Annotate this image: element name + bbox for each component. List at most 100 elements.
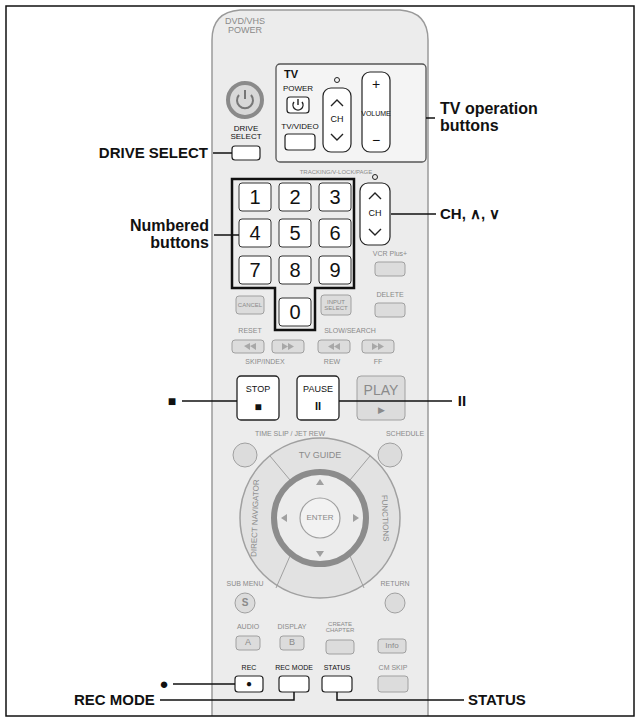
navigation-pad-part (276, 556, 290, 588)
rec-row-buttons (235, 676, 352, 692)
skip-symbols-part (282, 343, 294, 350)
skip-symbols (244, 343, 384, 350)
grey-buttons (232, 262, 408, 692)
button-label: SUB MENU (227, 580, 264, 587)
figure-frame (6, 6, 634, 716)
grey-buttons-part (233, 443, 257, 467)
numbered-buttons-part (279, 298, 311, 326)
button-label: DRIVE SELECT (226, 125, 266, 142)
grey-buttons-part (375, 303, 405, 317)
leader-lines-part (426, 117, 435, 119)
button-label: PAUSE (303, 385, 333, 394)
numbered-buttons (232, 179, 354, 330)
button-label: TV GUIDE (299, 451, 342, 460)
navigation-pad-part (300, 498, 340, 538)
ch-rocker-part (373, 175, 378, 180)
callout-label: TV operation buttons (440, 101, 570, 135)
navigation-pad-part (274, 472, 366, 564)
button-label: DISPLAY (277, 623, 306, 630)
button-label: 3 (329, 187, 340, 208)
grey-buttons-part (236, 636, 260, 650)
button-label: PLAY (364, 383, 399, 398)
button-label: ▶ (378, 406, 385, 415)
leader-lines-part (337, 692, 464, 700)
dvd-power-button-part (244, 90, 246, 99)
callout-label: ● (159, 676, 168, 692)
stop-pause-buttons (237, 376, 339, 420)
navigation-pad-part (350, 556, 364, 588)
button-label: − (372, 133, 380, 148)
button-label: 2 (289, 187, 300, 208)
button-label: 6 (329, 223, 340, 244)
navigation-pad-part (240, 438, 400, 598)
rec-row-buttons-part (322, 676, 352, 692)
tv-operation-panel-part (297, 99, 298, 105)
button-label: STOP (246, 385, 270, 394)
button-label: FF (374, 358, 383, 365)
leader-lines-part (214, 234, 239, 236)
button-label: CM SKIP (379, 664, 408, 671)
button-label: B (289, 638, 295, 647)
numbered-buttons-part (319, 183, 351, 211)
ch-rocker-part (369, 193, 381, 199)
grey-buttons-part (378, 676, 408, 692)
leader-lines-part (173, 683, 235, 685)
numbered-buttons-part (279, 219, 311, 247)
tv-operation-panel-part (285, 134, 315, 150)
rec-row-buttons-part (235, 676, 263, 692)
button-label: DELETE (376, 291, 403, 298)
ch-rocker-part (360, 183, 390, 245)
tv-operation-panel-part (323, 88, 351, 152)
leader-lines-part (391, 213, 436, 215)
button-label: INPUT SELECT (322, 299, 350, 312)
button-label: + (372, 77, 380, 92)
button-label: AUDIO (237, 623, 259, 630)
grey-buttons-part (235, 593, 255, 613)
navigation-pad-part (281, 479, 359, 557)
button-label: 4 (249, 223, 260, 244)
tv-operation-panel-part (287, 97, 309, 113)
grey-buttons-part (318, 340, 350, 353)
grey-buttons-part (378, 639, 406, 653)
button-label: S (242, 598, 249, 609)
button-label: VCR Plus+ (373, 250, 407, 257)
button-label: VOLUME (361, 110, 391, 117)
button-label: 5 (289, 223, 300, 244)
button-label: TRACKING/V-LOCK/PAGE (300, 169, 373, 175)
button-label: SKIP/INDEX (245, 358, 284, 365)
button-label: TV/VIDEO (281, 123, 318, 131)
numbered-buttons-part (279, 256, 311, 284)
grey-buttons-part (375, 262, 405, 276)
leader-lines-part (339, 400, 452, 402)
skip-symbols-part (328, 343, 340, 350)
callout-label: ■ (168, 394, 176, 409)
callout-label: STATUS (468, 692, 526, 708)
grey-buttons-part (236, 296, 264, 314)
button-label: DVD/VHS POWER (220, 17, 270, 36)
leader-lines (160, 118, 464, 700)
button-label: 9 (329, 260, 340, 281)
numbered-buttons-part (239, 256, 271, 284)
ch-rocker-part (369, 229, 381, 235)
rec-row-buttons-part (279, 676, 309, 692)
button-label: 0 (289, 302, 300, 323)
button-label: CH (331, 115, 344, 124)
button-label: RETURN (380, 580, 409, 587)
grey-buttons-part (232, 340, 264, 353)
numbered-buttons-part (319, 256, 351, 284)
skip-symbols-part (244, 343, 256, 350)
navigation-pad-part (270, 456, 290, 480)
navigation-pad (240, 438, 400, 598)
stop-pause-buttons-part (237, 376, 279, 420)
dvd-power-button-part (228, 83, 262, 117)
button-label: RESET (238, 327, 261, 334)
button-label: ● (246, 679, 252, 690)
tv-operation-panel-part (276, 64, 426, 162)
button-label: TV (284, 69, 298, 81)
button-label: SCHEDULE (386, 430, 424, 437)
callout-label: CH, ∧, ∨ (440, 206, 500, 222)
button-label: 1 (249, 187, 260, 208)
tv-operation-panel (276, 64, 426, 162)
leader-lines-part (213, 152, 232, 154)
